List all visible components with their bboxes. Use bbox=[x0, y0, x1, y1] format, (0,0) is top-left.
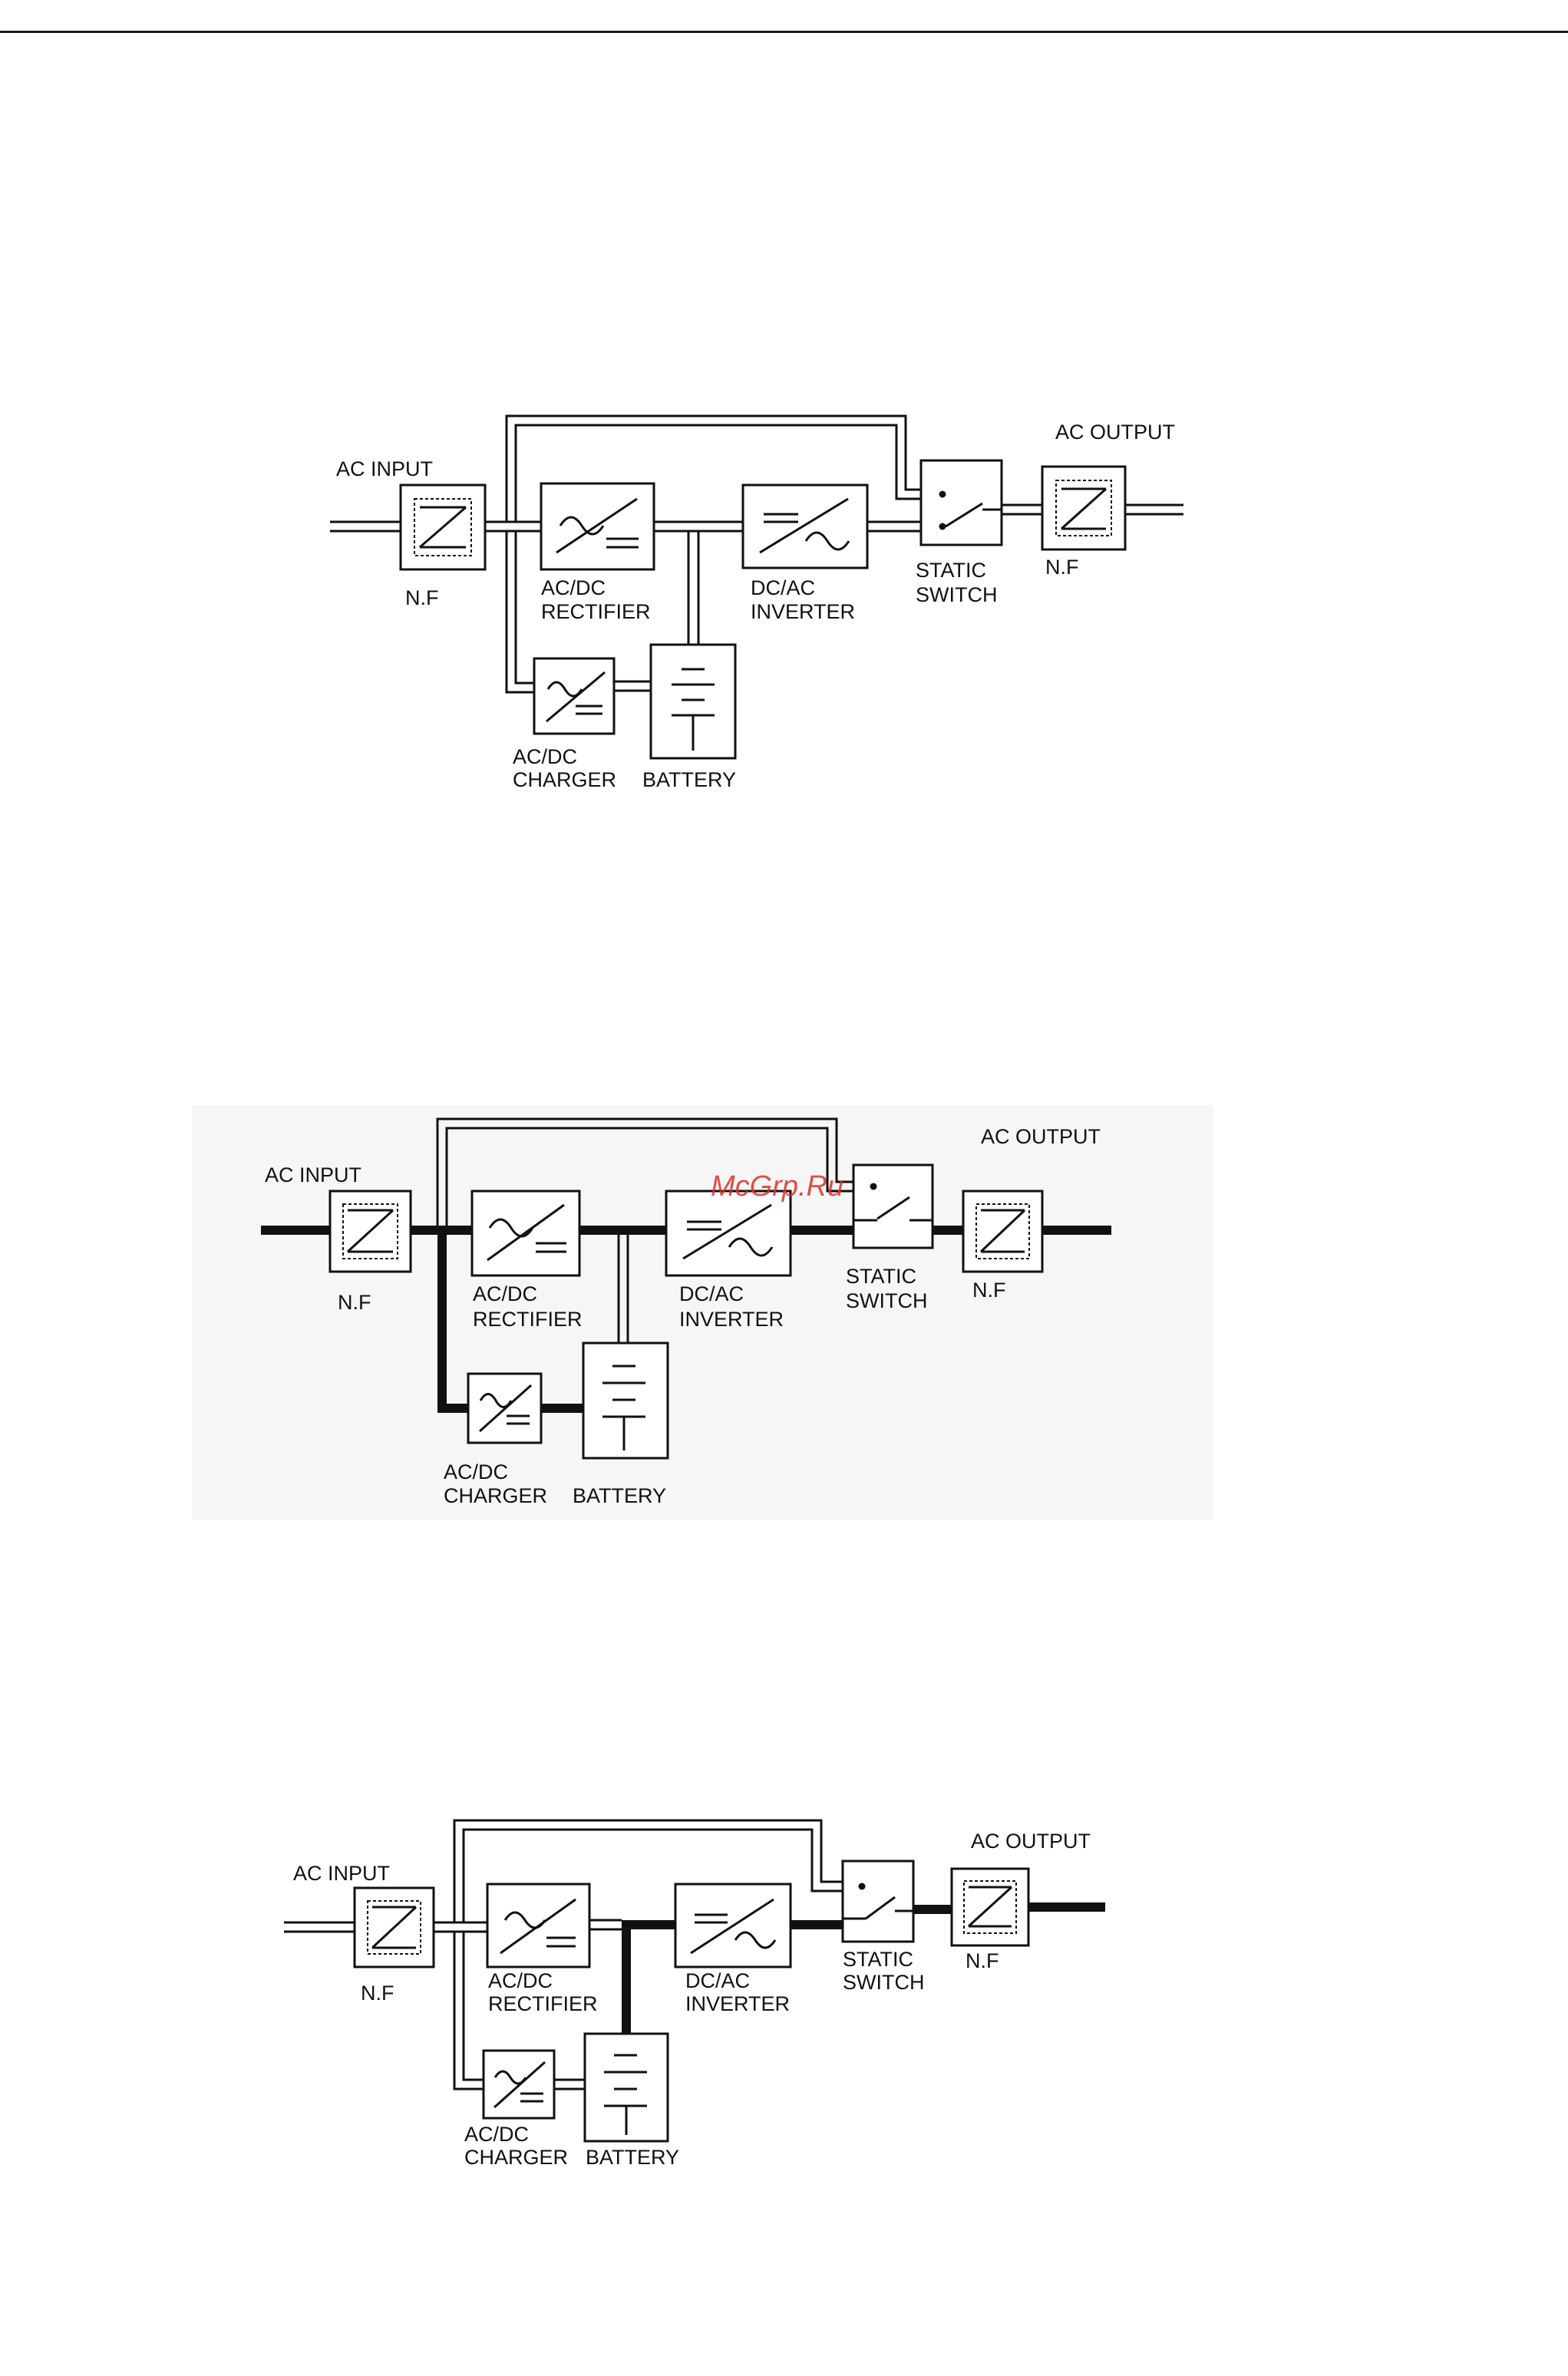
watermark: McGrp.Ru bbox=[711, 1170, 843, 1203]
inverter-block bbox=[675, 1884, 791, 1967]
top-rule bbox=[0, 31, 1568, 33]
ups-diagram-battery-svg: McGrp.Ru AC INPUT N.F AC/DC RECTIFIER DC… bbox=[192, 1105, 1220, 1535]
charger-to-battery-line bbox=[614, 681, 651, 691]
label-ac-input: AC INPUT bbox=[265, 1163, 361, 1186]
label-inverter-line1: DC/AC bbox=[751, 576, 815, 599]
label-rectifier-line1: AC/DC bbox=[488, 1969, 553, 1992]
dc-bus-to-battery-line bbox=[688, 531, 698, 645]
nf-to-rectifier-line bbox=[434, 1922, 487, 1932]
charger-branch-line bbox=[442, 1230, 468, 1408]
label-nf-out: N.F bbox=[1045, 556, 1079, 579]
battery-block bbox=[583, 1343, 668, 1458]
static-switch-block bbox=[921, 460, 1002, 545]
inverter-block bbox=[743, 485, 867, 568]
label-inverter-line2: INVERTER bbox=[751, 600, 855, 623]
label-switch-line2: SWITCH bbox=[916, 583, 997, 606]
label-ac-output: AC OUTPUT bbox=[1055, 421, 1175, 444]
charger-block bbox=[468, 1374, 541, 1443]
label-charger-line1: AC/DC bbox=[444, 1460, 508, 1483]
noise-filter-output bbox=[963, 1191, 1042, 1272]
label-ac-output: AC OUTPUT bbox=[971, 1830, 1091, 1853]
rectifier-block bbox=[541, 483, 654, 569]
label-charger-line2: CHARGER bbox=[444, 1484, 547, 1507]
charger-branch-line bbox=[454, 1932, 484, 2089]
ups-diagram-battery: McGrp.Ru AC INPUT N.F AC/DC RECTIFIER DC… bbox=[192, 1105, 1220, 1535]
charger-branch-line bbox=[507, 531, 534, 692]
inverter-to-switch-line bbox=[867, 522, 921, 531]
nf-to-rectifier-line bbox=[485, 522, 541, 531]
noise-filter-input bbox=[355, 1888, 434, 1967]
label-rectifier-line2: RECTIFIER bbox=[488, 1992, 598, 2015]
battery-block bbox=[651, 645, 735, 758]
rectifier-block bbox=[487, 1884, 589, 1967]
label-nf-out: N.F bbox=[972, 1279, 1006, 1302]
label-inverter-line1: DC/AC bbox=[685, 1969, 750, 1992]
label-switch-line1: STATIC bbox=[846, 1265, 916, 1288]
label-switch-line1: STATIC bbox=[916, 559, 986, 582]
ups-diagram-bypass: AC INPUT N.F AC/DC RECTIFIER DC/AC INVER… bbox=[261, 1803, 1144, 2172]
label-rectifier-line2: RECTIFIER bbox=[541, 600, 651, 623]
label-ac-output: AC OUTPUT bbox=[981, 1125, 1101, 1148]
label-nf-out: N.F bbox=[966, 1949, 999, 1972]
noise-filter-input bbox=[330, 1191, 411, 1272]
static-switch-block bbox=[843, 1861, 913, 1942]
label-charger-line2: CHARGER bbox=[464, 2146, 568, 2169]
ups-diagram-normal: AC INPUT N.F AC/DC RECTIFIER DC/AC INVER… bbox=[307, 399, 1228, 829]
static-switch-block bbox=[853, 1165, 933, 1248]
battery-block bbox=[585, 2034, 668, 2141]
charger-block bbox=[534, 658, 614, 734]
noise-filter-output bbox=[1042, 467, 1125, 549]
label-charger-line1: AC/DC bbox=[513, 745, 577, 768]
ups-diagram-normal-svg: AC INPUT N.F AC/DC RECTIFIER DC/AC INVER… bbox=[307, 399, 1228, 829]
noise-filter-output bbox=[952, 1869, 1028, 1945]
label-charger-line1: AC/DC bbox=[464, 2123, 529, 2146]
label-nf-in: N.F bbox=[405, 586, 439, 609]
switch-to-nf-line bbox=[1002, 505, 1042, 514]
output-line bbox=[1125, 505, 1183, 514]
inverter-block bbox=[666, 1191, 791, 1275]
label-battery: BATTERY bbox=[642, 768, 736, 791]
noise-filter-input bbox=[401, 485, 485, 569]
label-nf-in: N.F bbox=[338, 1291, 371, 1314]
label-rectifier-line1: AC/DC bbox=[541, 576, 606, 599]
label-switch-line2: SWITCH bbox=[846, 1289, 927, 1312]
label-ac-input: AC INPUT bbox=[336, 457, 433, 480]
dc-bus-to-battery-line bbox=[619, 1232, 628, 1343]
label-rectifier-line1: AC/DC bbox=[473, 1282, 537, 1305]
charger-to-battery-line bbox=[554, 2080, 585, 2089]
rectifier-to-inverter-line bbox=[589, 1920, 622, 1929]
label-nf-in: N.F bbox=[361, 1982, 394, 2005]
label-rectifier-line2: RECTIFIER bbox=[473, 1308, 583, 1331]
label-ac-input: AC INPUT bbox=[293, 1862, 390, 1885]
rectifier-block bbox=[472, 1191, 579, 1275]
label-charger-line2: CHARGER bbox=[513, 768, 616, 791]
label-switch-line2: SWITCH bbox=[843, 1971, 924, 1994]
label-inverter-line2: INVERTER bbox=[685, 1992, 790, 2015]
ups-diagram-bypass-svg: AC INPUT N.F AC/DC RECTIFIER DC/AC INVER… bbox=[261, 1803, 1144, 2172]
label-battery: BATTERY bbox=[586, 2146, 679, 2169]
input-line bbox=[330, 522, 401, 531]
charger-block bbox=[484, 2051, 554, 2118]
label-battery: BATTERY bbox=[573, 1484, 666, 1507]
input-line bbox=[284, 1922, 355, 1932]
label-inverter-line2: INVERTER bbox=[679, 1308, 784, 1331]
label-switch-line1: STATIC bbox=[843, 1948, 913, 1971]
rectifier-to-inverter-line bbox=[654, 522, 743, 531]
label-inverter-line1: DC/AC bbox=[679, 1282, 744, 1305]
